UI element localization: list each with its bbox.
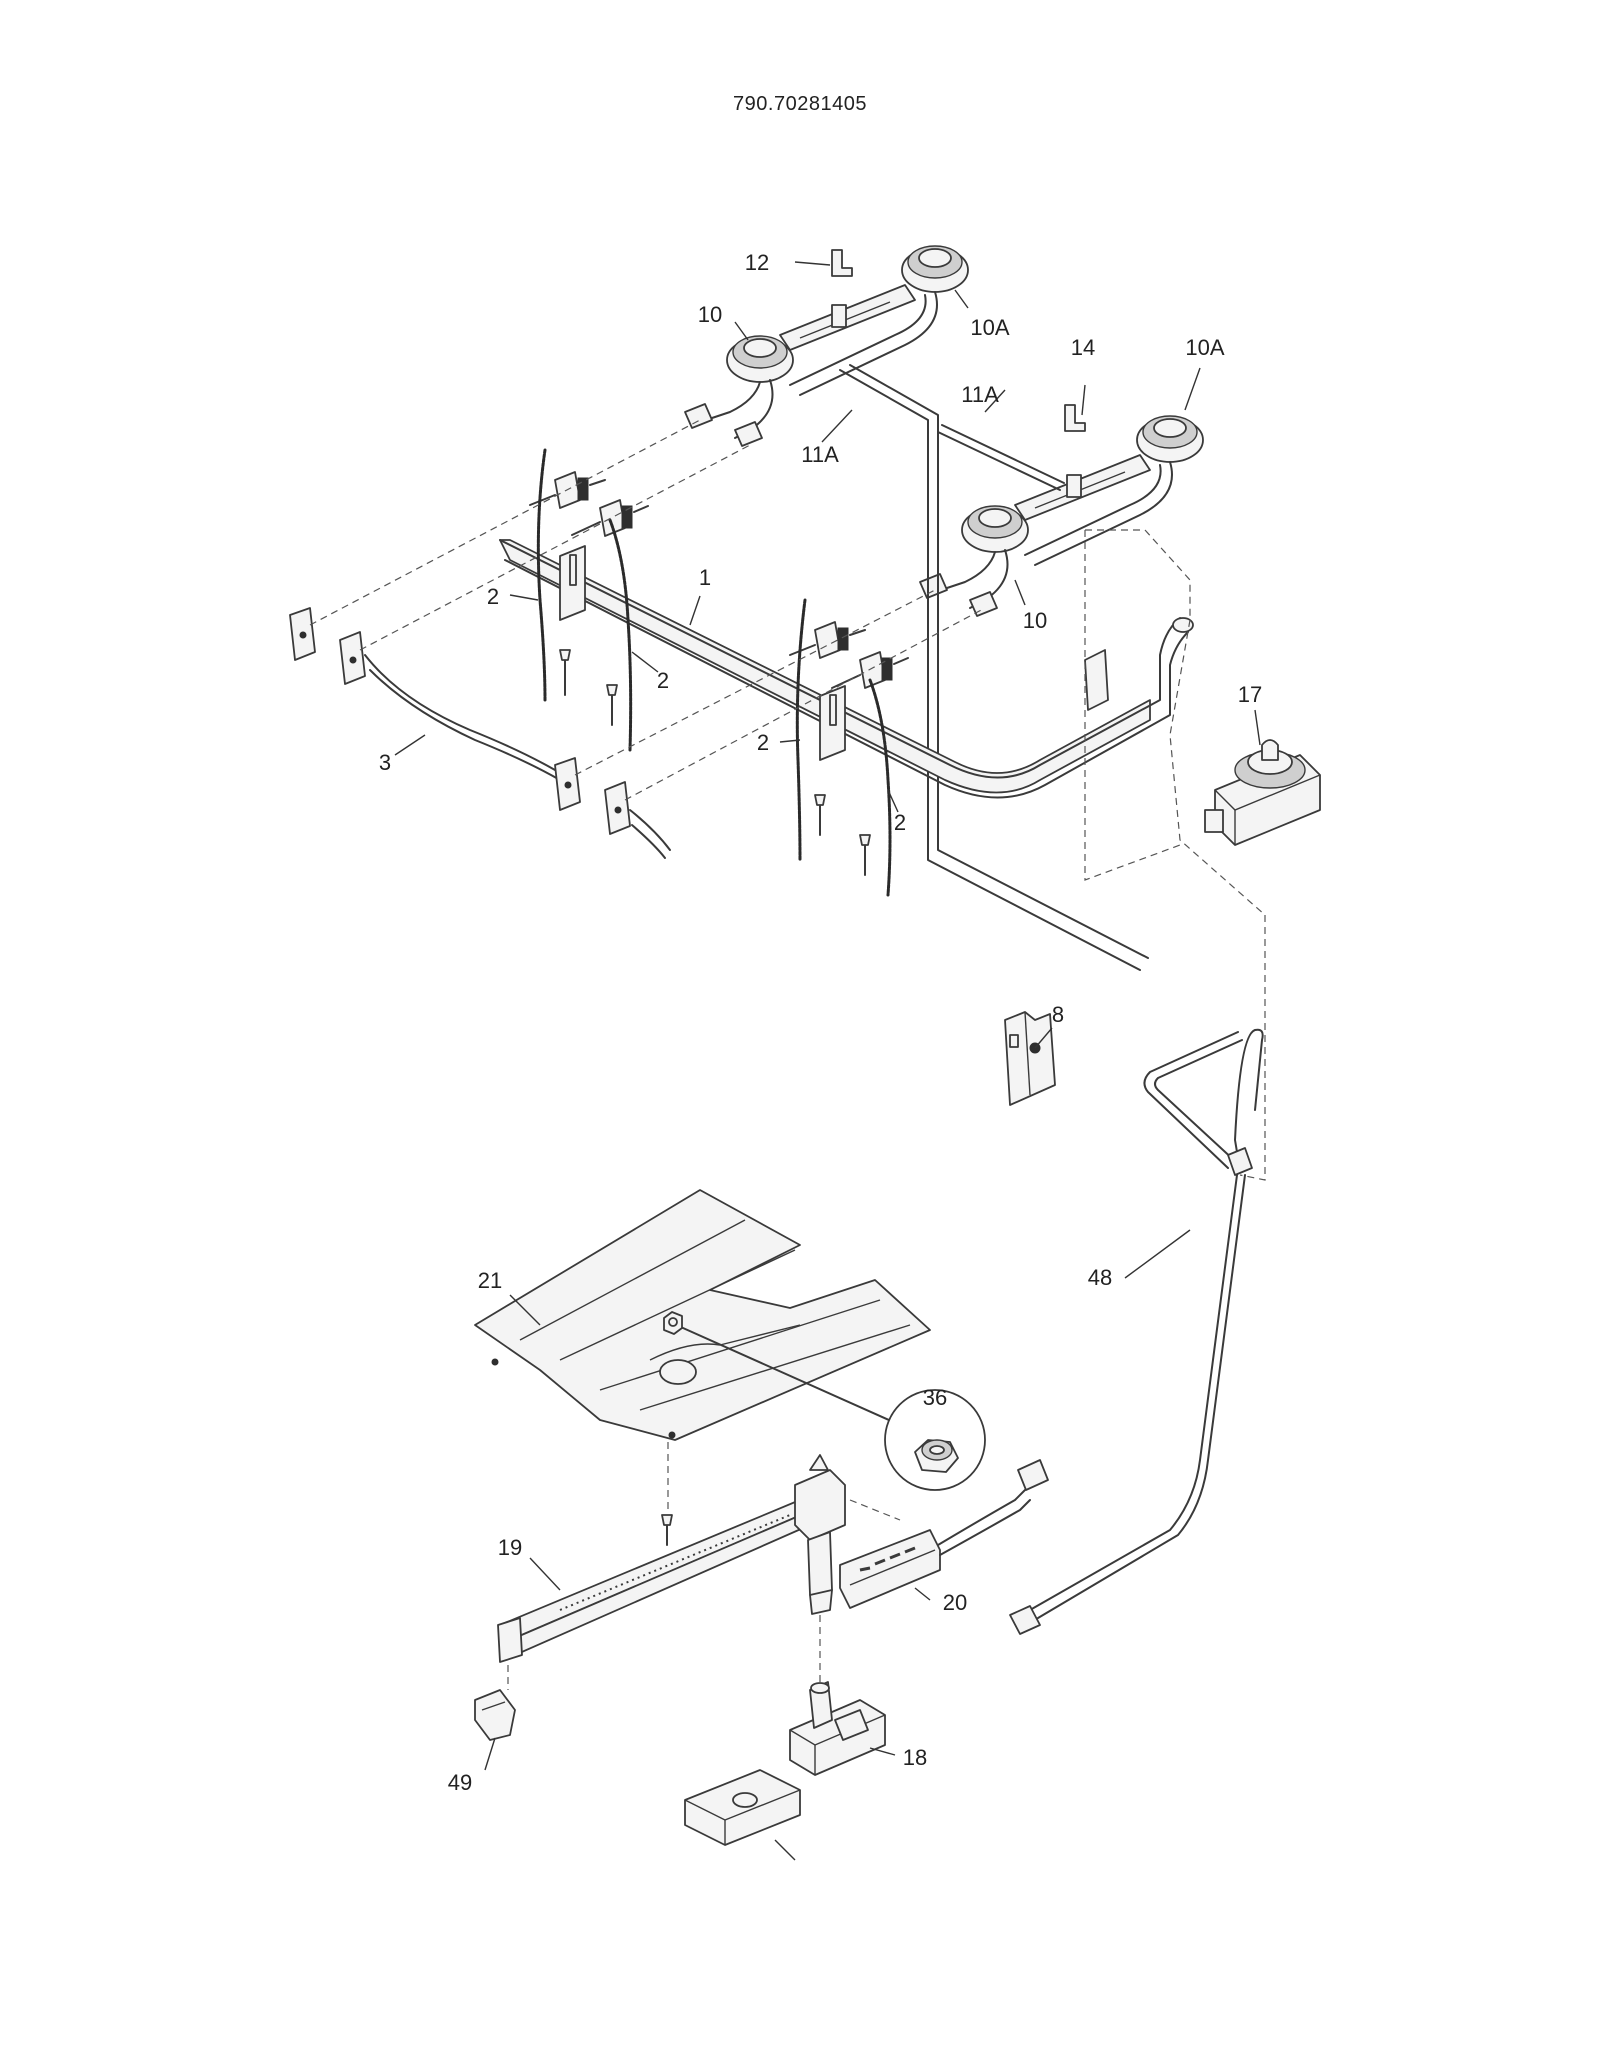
callout-12-left: 12	[745, 250, 769, 275]
callout-1: 1	[699, 565, 711, 590]
callout-3: 3	[379, 750, 391, 775]
burner-dashed-guides	[507, 1442, 901, 1690]
callout-2-b: 2	[657, 668, 669, 693]
callout-12-right: 14	[1071, 335, 1095, 360]
callout-14: 17	[1238, 682, 1262, 707]
callout-10-right: 10	[1023, 608, 1047, 633]
burner-assembly-right	[919, 404, 1204, 617]
callout-10-left: 10	[698, 302, 722, 327]
callout-2-d: 2	[894, 810, 906, 835]
callout-11A-right: 11A	[961, 382, 999, 407]
oven-burner	[497, 1454, 846, 1663]
callout-18: 19	[498, 1535, 522, 1560]
oven-gas-line	[1009, 1028, 1264, 1635]
valves-left-pair	[529, 471, 649, 537]
manifold-brackets	[559, 545, 871, 876]
callout-labels: 12 10 10A 11A 11A 14 10A 10 1 2 2 2 2 3 …	[379, 250, 1262, 1795]
regulator-dashed-guides	[1084, 529, 1266, 1181]
callout-10A-right: 10A	[1185, 335, 1224, 360]
burner-shield	[474, 1189, 931, 1441]
callout-leaders	[394, 261, 1261, 1861]
callout-36: 48	[1088, 1265, 1112, 1290]
nut-detail-21	[682, 1327, 986, 1491]
burner-assembly-left	[684, 245, 969, 447]
manifold-pipe	[499, 539, 1194, 799]
harness-dashed-guides	[309, 419, 986, 801]
model-number-title: 790.70281405	[733, 93, 867, 115]
callout-10A-left: 10A	[970, 315, 1009, 340]
oven-ignitor	[839, 1459, 1049, 1609]
callout-11A-left: 11A	[801, 442, 839, 467]
callout-20: 21	[478, 1268, 502, 1293]
callout-48: 49	[448, 1770, 472, 1795]
harness-3	[289, 607, 671, 859]
callout-8: 8	[1052, 1002, 1064, 1027]
oven-safety-valve	[789, 1681, 886, 1776]
valves-right-pair	[789, 621, 909, 689]
valve-cover-49	[684, 1769, 801, 1846]
callout-2-a: 2	[487, 584, 499, 609]
spark-module	[1004, 1011, 1056, 1106]
callout-17: 18	[903, 1745, 927, 1770]
ignitor-wires	[536, 448, 892, 897]
burner-bracket-48	[474, 1689, 516, 1741]
pressure-regulator	[1204, 739, 1321, 846]
callout-19: 20	[943, 1590, 967, 1615]
callout-2-c: 2	[757, 730, 769, 755]
callout-21: 36	[923, 1385, 947, 1410]
